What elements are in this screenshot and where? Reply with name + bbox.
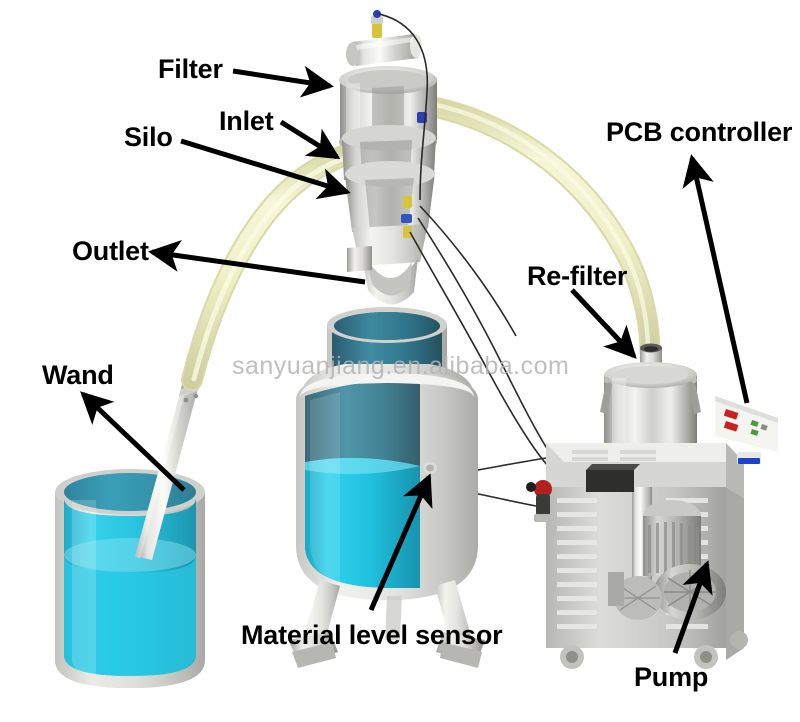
- silo-vessel: [288, 307, 485, 668]
- arrow-pcb-controller: [682, 154, 750, 404]
- filter-unit: [339, 10, 437, 305]
- callout-label-re-filter: Re-filter: [527, 261, 628, 291]
- callout-label-inlet: Inlet: [219, 106, 274, 136]
- arrow-outlet: [148, 240, 366, 285]
- callout-label-wand: Wand: [42, 360, 114, 390]
- arrow-re-filter: [570, 288, 637, 359]
- arrow-material-level-sensor: [368, 473, 433, 611]
- transfer-hose: [406, 93, 662, 378]
- callout-label-filter: Filter: [158, 54, 223, 84]
- arrow-silo: [180, 138, 351, 200]
- arrow-inlet: [279, 119, 341, 160]
- arrow-wand: [80, 391, 186, 492]
- callout-label-pump: Pump: [634, 662, 709, 692]
- arrow-filter: [232, 65, 334, 98]
- callout-label-material-level-sensor: Material level sensor: [241, 620, 503, 650]
- arrow-pump: [672, 560, 713, 654]
- callout-label-outlet: Outlet: [72, 236, 149, 266]
- watermark: sanyuanjiang.en.alibaba.com: [232, 352, 570, 380]
- bucket: [55, 469, 205, 688]
- callout-label-silo: Silo: [124, 122, 173, 152]
- callout-label-pcb-controller: PCB controller: [606, 117, 793, 147]
